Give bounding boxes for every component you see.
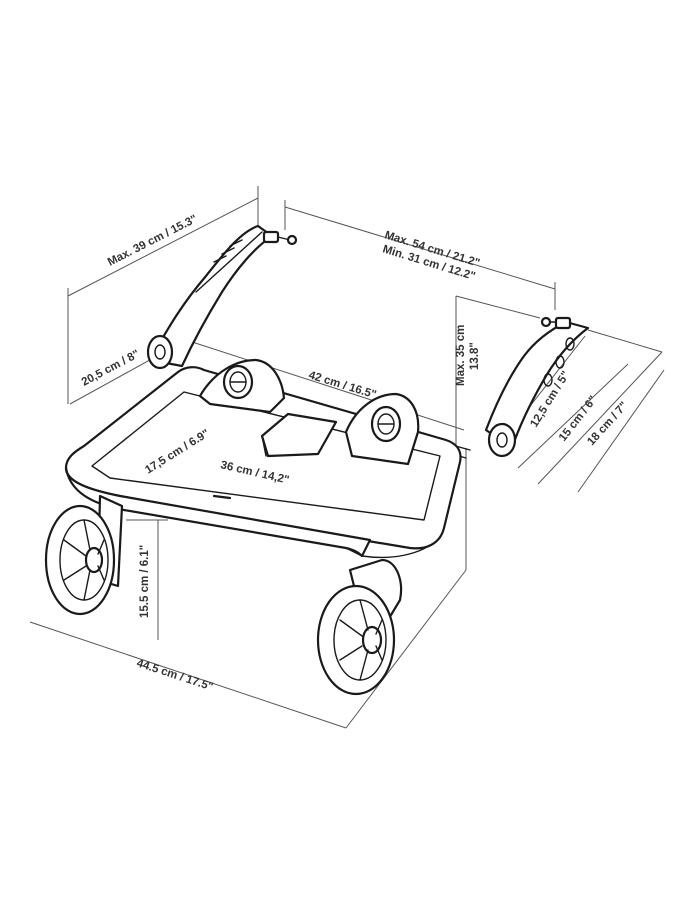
label-arm-offset: 20,5 cm / 8" xyxy=(80,348,142,388)
label-handle-height: Max. 39 cm / 15.3" xyxy=(106,213,199,269)
label-connector-height-b: 13.8" xyxy=(469,342,481,370)
label-wheel-height: 15.5 cm / 6.1" xyxy=(139,545,151,618)
left-connector-arm xyxy=(146,224,298,370)
label-platform-width: 42 cm / 16.5" xyxy=(307,369,377,401)
dim-line-width xyxy=(284,206,556,290)
standing-board xyxy=(64,358,462,559)
dim-tick xyxy=(587,329,663,353)
right-connector-arm xyxy=(484,316,590,458)
dim-line-clamp-medium xyxy=(517,363,629,469)
dim-line-clamp-large xyxy=(537,351,663,485)
right-wheel xyxy=(316,558,403,696)
dim-tick xyxy=(455,295,541,319)
left-wheel xyxy=(44,494,124,616)
dim-line-total-width xyxy=(29,621,347,729)
dim-line-handle-height xyxy=(67,197,259,297)
label-total-width: 44.5 cm / 17.5" xyxy=(135,657,214,693)
dim-tick xyxy=(577,369,665,493)
dim-line-right-diagonal xyxy=(345,569,467,729)
label-connector-height-a: Max. 35 cm xyxy=(455,325,467,386)
